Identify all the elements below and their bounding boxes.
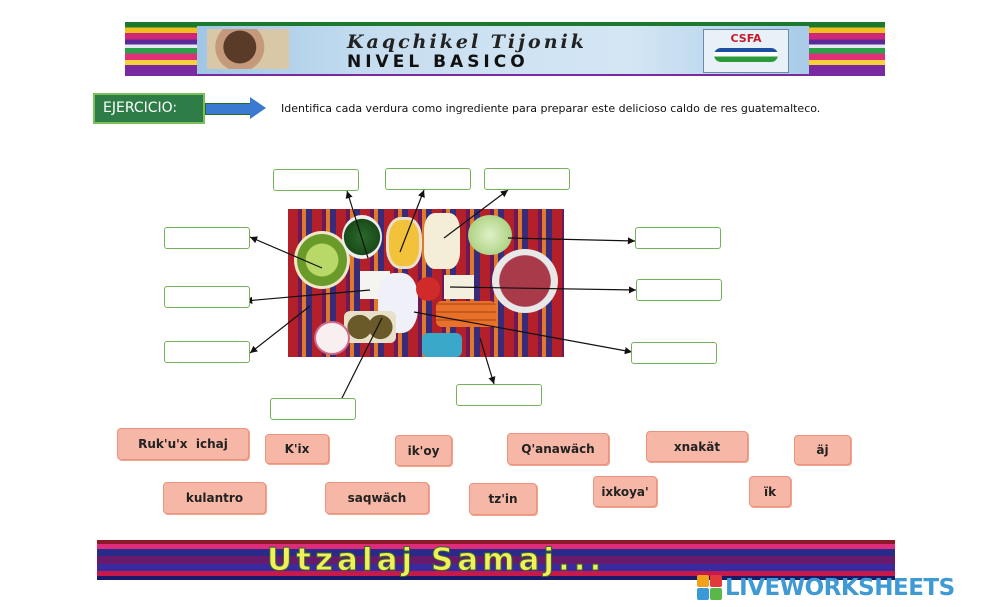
answer-box-left-3[interactable] xyxy=(164,341,250,363)
connector-line xyxy=(399,189,425,253)
footer-message: Utzalaj Samaj... xyxy=(266,542,606,579)
answer-box-right-2[interactable] xyxy=(636,279,722,301)
word-tile[interactable]: kulantro xyxy=(163,482,266,514)
connector-line xyxy=(507,237,636,245)
word-tile[interactable]: Ruk'u'x ichaj xyxy=(117,428,249,460)
corn-image xyxy=(386,217,422,269)
word-tile[interactable]: Q'anawäch xyxy=(507,433,609,465)
ingredients-photo xyxy=(288,209,564,357)
answer-box-top-left[interactable] xyxy=(273,169,359,191)
word-tile[interactable]: ixkoya' xyxy=(593,476,657,507)
connector-line xyxy=(479,337,496,385)
word-tile[interactable]: saqwäch xyxy=(325,482,429,514)
connector-line xyxy=(249,305,311,354)
liveworksheets-wordmark: LIVEWORKSHEETS xyxy=(725,575,955,601)
answer-box-top-right[interactable] xyxy=(484,168,570,190)
answer-box-left-2[interactable] xyxy=(164,286,250,308)
limes-image xyxy=(294,231,350,289)
arrow-head-icon xyxy=(250,97,266,119)
header-banner: Kaqchikel Tijonik NIVEL BASICO CSFA xyxy=(125,22,885,76)
exercise-label: EJERCICIO: xyxy=(93,93,205,124)
radish-image xyxy=(314,321,350,355)
school-logo: CSFA xyxy=(703,29,789,73)
word-tile[interactable]: xnakät xyxy=(646,431,748,462)
word-tile[interactable]: ïk xyxy=(749,476,791,507)
liveworksheets-logo: LIVEWORKSHEETS xyxy=(697,574,955,602)
sleeve-image xyxy=(422,333,462,357)
word-tile[interactable]: tz'in xyxy=(469,483,537,515)
course-title: Kaqchikel Tijonik xyxy=(347,31,587,53)
tomato-image xyxy=(416,277,440,301)
answer-box-bottom-2[interactable] xyxy=(456,384,542,406)
answer-box-right-3[interactable] xyxy=(631,342,717,364)
connector-line xyxy=(443,189,509,239)
footer-banner: Utzalaj Samaj... xyxy=(97,540,895,580)
course-level: NIVEL BASICO xyxy=(347,52,529,72)
beef-image xyxy=(492,249,558,313)
word-tile[interactable]: ik'oy xyxy=(395,435,452,466)
carrots-image xyxy=(436,301,496,327)
answer-box-left-1[interactable] xyxy=(164,227,250,249)
flag-wave-icon xyxy=(714,48,778,62)
school-logo-text: CSFA xyxy=(730,32,762,45)
connector-line xyxy=(244,289,371,304)
answer-box-top-middle[interactable] xyxy=(385,168,471,190)
word-tile[interactable]: K'ix xyxy=(265,434,329,464)
connector-line xyxy=(413,311,633,355)
chayote-image xyxy=(344,311,396,343)
connector-line xyxy=(337,317,383,407)
word-tile[interactable]: äj xyxy=(794,435,851,465)
cabbage-image xyxy=(468,215,512,255)
header-banner-panel: Kaqchikel Tijonik NIVEL BASICO CSFA xyxy=(197,26,809,74)
portrait-image xyxy=(207,29,289,69)
answer-box-bottom-1[interactable] xyxy=(270,398,356,420)
connector-line xyxy=(449,286,637,294)
answer-box-right-1[interactable] xyxy=(635,227,721,249)
onions-image xyxy=(424,213,460,269)
connector-line xyxy=(249,236,323,269)
connector-line xyxy=(345,190,369,259)
exercise-instruction: Identifica cada verdura como ingrediente… xyxy=(281,102,821,115)
liveworksheets-blocks-icon xyxy=(697,575,723,601)
